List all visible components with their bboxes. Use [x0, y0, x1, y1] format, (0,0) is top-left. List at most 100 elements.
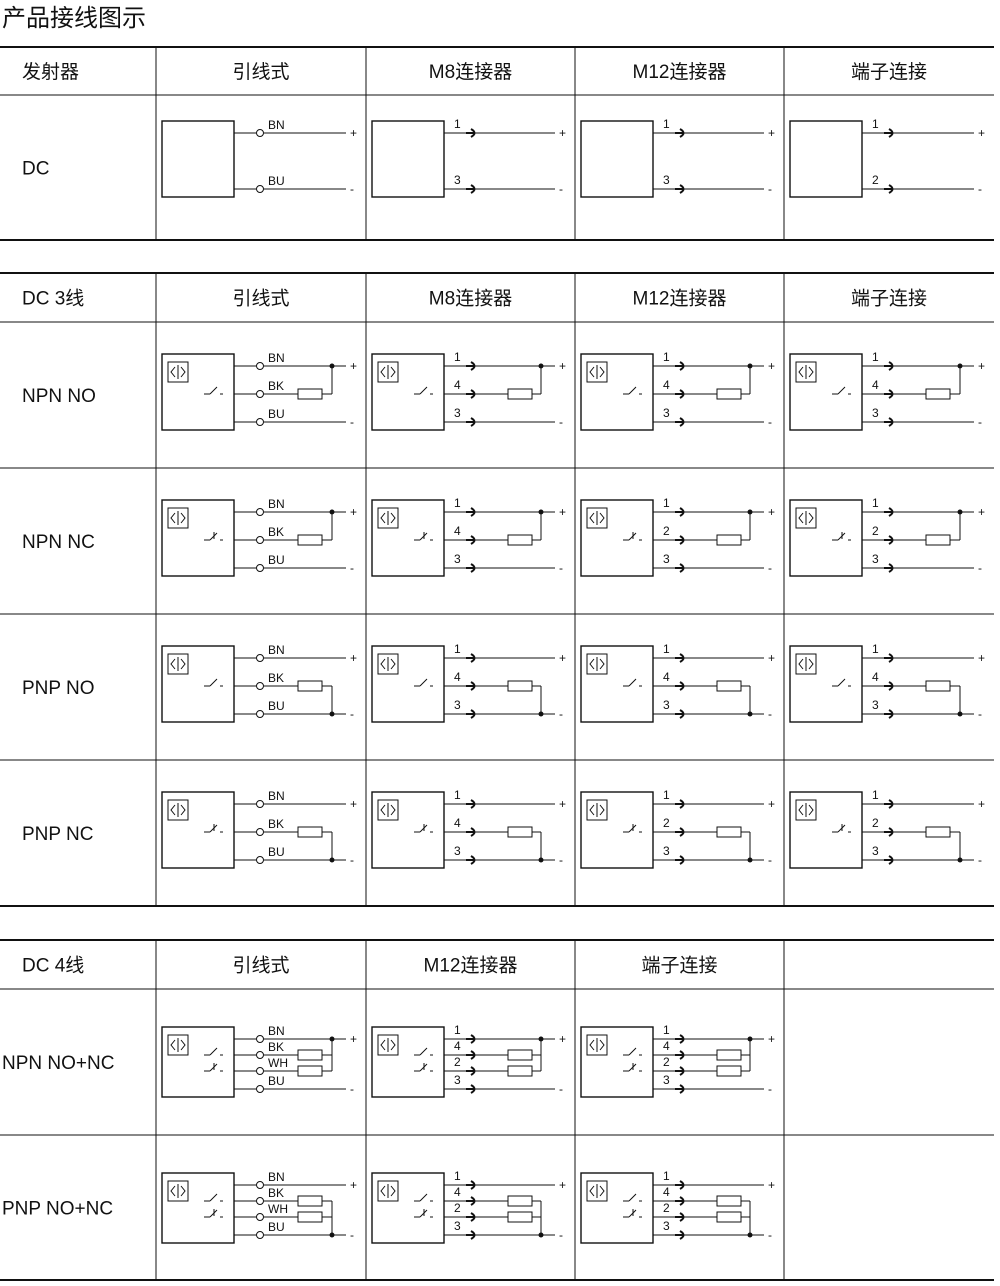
polarity-label: + — [350, 359, 357, 373]
pin-number: 3 — [872, 844, 879, 858]
switch-contact-blade — [628, 1047, 637, 1056]
connector-pin — [466, 128, 476, 138]
junction-dot — [747, 363, 753, 369]
connector-pin — [675, 417, 685, 427]
load-resistor — [297, 1195, 323, 1207]
column-header: 引线式 — [232, 288, 289, 310]
sensor-body-box — [161, 120, 235, 198]
sensor-symbol-arrow — [170, 1185, 176, 1197]
pin-number: 3 — [454, 1219, 461, 1233]
polarity-label: - — [350, 561, 354, 575]
connector-pin — [884, 799, 894, 809]
polarity-label: + — [978, 359, 985, 373]
pin-number: 3 — [663, 844, 670, 858]
wiring-cell: 1+23- — [789, 788, 985, 869]
pin-number: 1 — [663, 117, 670, 131]
connector-pin — [675, 507, 685, 517]
polarity-label: + — [768, 359, 775, 373]
pin-number: 1 — [663, 788, 670, 802]
pin-number: 1 — [454, 117, 461, 131]
wiring-cell: 1+43- — [580, 350, 775, 431]
connector-pin — [466, 827, 476, 837]
polarity-label: + — [768, 505, 775, 519]
polarity-label: + — [559, 651, 566, 665]
sensor-symbol-arrow — [808, 658, 814, 670]
pin-number: 1 — [663, 496, 670, 510]
wire-color-label: BN — [268, 497, 285, 511]
lead-terminal — [256, 1213, 264, 1221]
junction-dot — [329, 509, 335, 515]
load-resistor — [297, 680, 323, 692]
connector-pin — [884, 128, 894, 138]
junction-dot — [747, 1036, 753, 1042]
load-resistor — [925, 680, 951, 692]
polarity-label: - — [350, 182, 354, 196]
sensor-symbol-arrow — [599, 512, 605, 524]
polarity-label: - — [350, 1082, 354, 1096]
junction-dot — [957, 363, 963, 369]
lead-terminal — [256, 1181, 264, 1189]
sensor-symbol-arrow — [380, 366, 386, 378]
sensor-symbol — [167, 507, 189, 529]
connector-pin — [884, 563, 894, 573]
connector-pin — [466, 1066, 476, 1076]
row-label: PNP NC — [22, 824, 93, 845]
wiring-cell: 1+43- — [371, 642, 566, 723]
load-resistor — [507, 1065, 533, 1077]
column-header: 端子连接 — [641, 955, 717, 977]
polarity-label: - — [978, 415, 982, 429]
sensor-body-box — [371, 1172, 445, 1244]
polarity-label: - — [350, 707, 354, 721]
row-label: PNP NO+NC — [2, 1199, 113, 1220]
wire-color-label: BU — [268, 1220, 285, 1234]
sensor-symbol — [377, 653, 399, 675]
wire-color-label: BU — [268, 407, 285, 421]
connector-pin — [466, 1196, 476, 1206]
lead-terminal — [256, 185, 264, 193]
sensor-body-box — [161, 1026, 235, 1098]
pin-number: 3 — [454, 552, 461, 566]
load-resistor — [507, 388, 533, 400]
wiring-cell: 1+43- — [580, 642, 775, 723]
sensor-symbol — [795, 507, 817, 529]
lead-terminal — [256, 362, 264, 370]
connector-pin — [466, 1050, 476, 1060]
column-header: M8连接器 — [429, 61, 512, 83]
wiring-cell: 1+43- — [789, 350, 985, 431]
junction-dot — [957, 857, 963, 863]
polarity-label: - — [559, 1228, 563, 1242]
sensor-symbol-arrow — [798, 366, 804, 378]
connector-pin — [466, 507, 476, 517]
junction-dot — [538, 857, 544, 863]
sensor-symbol — [167, 799, 189, 821]
terminal-block-box — [789, 353, 863, 431]
sensor-body-box — [371, 499, 445, 577]
wiring-cell: 1+423- — [580, 1023, 775, 1098]
pin-number: 1 — [872, 788, 879, 802]
polarity-label: - — [559, 561, 563, 575]
connector-pin — [466, 389, 476, 399]
wiring-cell: 1+43- — [789, 642, 985, 723]
sensor-symbol — [586, 1034, 608, 1056]
polarity-label: + — [978, 651, 985, 665]
polarity-label: - — [559, 707, 563, 721]
junction-dot — [329, 1232, 335, 1238]
lead-terminal — [256, 508, 264, 516]
lead-terminal — [256, 1051, 264, 1059]
wire-color-label: BK — [268, 525, 284, 539]
wire-color-label: BK — [268, 671, 284, 685]
pin-number: 3 — [663, 698, 670, 712]
pin-number: 1 — [872, 350, 879, 364]
pin-number: 4 — [454, 378, 461, 392]
junction-dot — [957, 509, 963, 515]
load-resistor — [716, 826, 742, 838]
pin-number: 2 — [663, 524, 670, 538]
sensor-symbol — [377, 361, 399, 383]
connector-pin — [675, 128, 685, 138]
sensor-symbol — [377, 507, 399, 529]
sensor-symbol-arrow — [380, 1039, 386, 1051]
sensor-body-box — [161, 499, 235, 577]
load-resistor — [716, 1065, 742, 1077]
